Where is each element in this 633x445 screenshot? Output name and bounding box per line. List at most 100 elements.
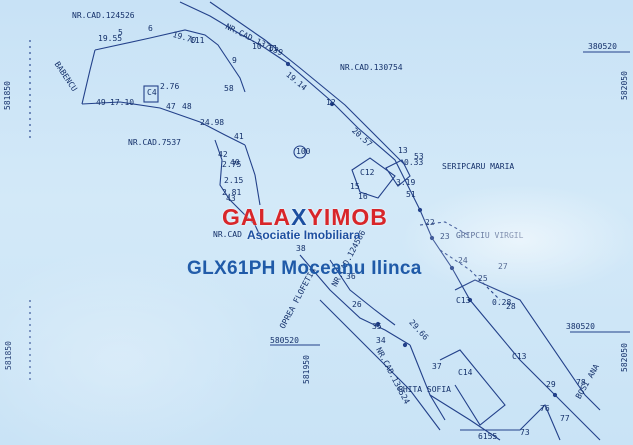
parcel-outline-lower-2 (319, 299, 441, 431)
parcel-outline-bottom-2 (460, 404, 561, 441)
point-51: 51 (406, 190, 416, 199)
agency-tagline: Asociatie Imobiliara (247, 228, 361, 242)
point-9: 9 (232, 56, 237, 65)
point-35: 35 (372, 322, 382, 331)
owner-label-4: GHITA SOFIA (398, 385, 451, 394)
offset-line-2 (419, 221, 471, 237)
distance-label-7: 0.28 (492, 298, 512, 307)
marker-100: 100 (296, 147, 311, 156)
point-27: 27 (498, 262, 508, 271)
point-15: 15 (350, 182, 360, 191)
parcel-outline-bottom (429, 394, 501, 441)
parcel-outline-c13 (454, 279, 601, 411)
boundary-line-main (179, 1, 601, 441)
parcel-label-3: NR.CAD.7537 (128, 138, 181, 147)
grid-coord-6: 380520 (566, 322, 595, 331)
lot-label-c12: C12 (360, 168, 375, 177)
vertex-marks (285, 61, 558, 398)
parcel-label-1: NR.CAD.124526 (72, 11, 135, 20)
logo-text-b: YIMOB (307, 204, 388, 230)
point-49: 49 (96, 98, 106, 107)
point-11: 11 (268, 44, 278, 53)
agency-logo: GALAXYIMOB (222, 204, 388, 231)
building-c12 (351, 157, 396, 199)
distance-label-9: 2.81 (222, 188, 242, 197)
parcel-outline-left-lower (244, 144, 261, 206)
point-25: 25 (478, 274, 488, 283)
point-10: 10 (252, 42, 262, 51)
point-76: 73 (520, 428, 530, 437)
distance-label-14: 29.66 (407, 318, 431, 342)
point-28: 28 (506, 302, 516, 311)
distance-label-11: 2.15 (224, 176, 244, 185)
distance-label-4: 17.10 (110, 98, 135, 107)
grid-coord-9: 6155 (478, 432, 498, 441)
point-58: 58 (224, 84, 234, 93)
point-5: 5 (118, 28, 123, 37)
logo-text-x: X (291, 204, 308, 230)
point-36: 36 (346, 272, 356, 281)
point-42: 42 (218, 150, 228, 159)
point-38: 38 (296, 244, 306, 253)
lot-c4-box (143, 85, 159, 103)
offset-line-1 (439, 249, 501, 301)
parcel-outline-lower-3 (329, 259, 396, 326)
parcel-outline-middle (214, 139, 263, 241)
parcel-label-4: NR.CAD.130754 (340, 63, 403, 72)
grid-coord-4: 580520 (270, 336, 299, 345)
point-47: 47 (166, 102, 176, 111)
point-77: 76 (540, 404, 550, 413)
lot-label-c13b: C13 (512, 352, 527, 361)
distance-label-5: 19.70 (171, 30, 198, 46)
point-12: 12 (326, 98, 336, 107)
distance-label-13: 20.57 (349, 126, 374, 149)
lot-label-c14: C14 (458, 368, 473, 377)
point-24: 24 (458, 256, 468, 265)
distance-label-8: 3.19 (396, 178, 416, 187)
parcel-label-6: NR.CAD.124586 (330, 228, 368, 289)
point-48: 48 (182, 102, 192, 111)
point-41: 41 (234, 132, 244, 141)
point-23: 23 (440, 232, 450, 241)
point-16: 16 (358, 192, 368, 201)
listing-code: GLX61PH Moceanu Ilinca (187, 258, 422, 279)
distance-label-10: 2.75 (222, 160, 242, 169)
owner-label-6: BABENCU (52, 60, 79, 93)
owner-label-5: BOSI ANA (574, 362, 602, 401)
distance-label-6: 0.33 (404, 158, 424, 167)
point-53: 53 (414, 152, 424, 161)
grid-coord-8: 581850 (4, 341, 13, 370)
parcel-label-7: NR.CAD.130524 (374, 346, 412, 406)
lot-label-c11: C11 (190, 36, 205, 45)
distance-label-3: 24.98 (200, 118, 225, 127)
grid-coord-7: 582050 (620, 343, 629, 372)
parcel-outline-c4 (81, 101, 246, 146)
point-78: 77 (560, 414, 570, 423)
point-40: 40 (230, 158, 240, 167)
distance-label-1: 19.55 (98, 34, 123, 43)
lot-label-c13a: C13 (456, 296, 471, 305)
point-22: 22 (425, 218, 435, 227)
point-26: 26 (352, 300, 362, 309)
lot-label-c4: C4 (147, 88, 157, 97)
marker-100-circle (293, 145, 307, 159)
distance-label-12: 19.14 (284, 70, 309, 93)
point-34: 34 (376, 336, 386, 345)
owner-label-1: SERIPCARU MARIA (442, 162, 515, 171)
point-79: 78 (576, 378, 586, 387)
owner-label-3: OPREA FLOFETIA (278, 266, 318, 331)
distance-label-2: 2.76 (160, 82, 180, 91)
grid-coord-2: 582050 (620, 71, 629, 100)
point-37: 37 (432, 362, 442, 371)
point-13: 13 (398, 146, 408, 155)
parcel-outline-lower-1 (299, 254, 411, 346)
owner-label-2: GRIPCIU VIRGIL (456, 231, 524, 240)
point-6: 6 (148, 24, 153, 33)
parcel-label-2: NR.CAD.137639 (224, 22, 285, 58)
building-small (385, 159, 411, 187)
point-43: 43 (226, 194, 236, 203)
parcel-outline-left (81, 49, 96, 105)
logo-text-a: GALA (222, 204, 292, 230)
